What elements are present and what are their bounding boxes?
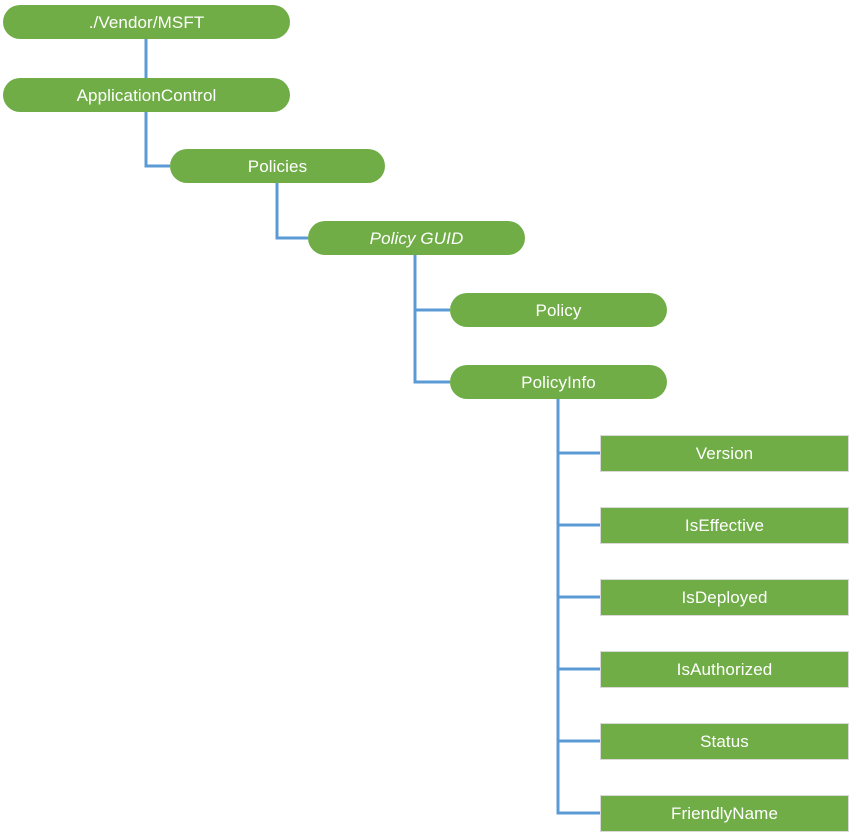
connector-policy-guid-to-policy [413, 255, 450, 312]
connector-application-control-to-policies [144, 112, 170, 168]
connector-policy-info-to-friendly-name [556, 399, 600, 815]
connector-policy-info-to-status [556, 399, 600, 743]
node-policies[interactable]: Policies [170, 149, 385, 183]
connector-policy-guid-to-policy-info [413, 255, 450, 384]
node-policy[interactable]: Policy [450, 293, 667, 327]
connector-policy-info-to-is-effective [556, 399, 600, 527]
node-policy-guid[interactable]: Policy GUID [308, 221, 525, 255]
node-vendor-msft[interactable]: ./Vendor/MSFT [3, 5, 290, 39]
node-policy-info[interactable]: PolicyInfo [450, 365, 667, 399]
connector-policy-info-to-is-authorized [556, 399, 600, 671]
connector-policies-to-policy-guid [275, 183, 308, 240]
node-friendly-name[interactable]: FriendlyName [600, 795, 849, 832]
connector-policy-info-to-version [556, 399, 600, 455]
node-is-authorized[interactable]: IsAuthorized [600, 651, 849, 688]
node-status[interactable]: Status [600, 723, 849, 760]
node-is-deployed[interactable]: IsDeployed [600, 579, 849, 616]
node-version[interactable]: Version [600, 435, 849, 472]
node-application-control[interactable]: ApplicationControl [3, 78, 290, 112]
node-is-effective[interactable]: IsEffective [600, 507, 849, 544]
connector-policy-info-to-is-deployed [556, 399, 600, 599]
